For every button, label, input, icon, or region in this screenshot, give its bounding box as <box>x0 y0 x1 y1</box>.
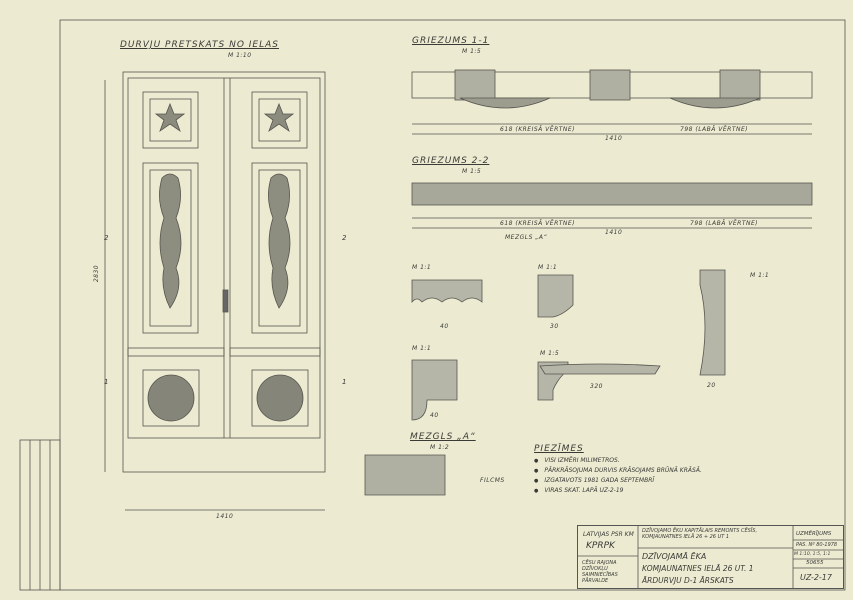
detail-4-scale: M 1:1 <box>412 345 432 352</box>
section-1-total-dim: 1410 <box>605 135 623 142</box>
detail-3-scale: M 1:1 <box>750 272 770 279</box>
section-1-left-dim: 618 (KREISĀ VĒRTNE) <box>500 126 576 133</box>
note-item: IZGATAVOTS 1981 GADA SEPTEMBRĪ <box>534 477 702 484</box>
section-1-scale: M 1:5 <box>462 48 482 55</box>
node-a-scale: M 1:2 <box>430 444 450 451</box>
section-mark-2-right: 2 <box>342 234 347 242</box>
width-dimension: 1410 <box>216 513 234 520</box>
order-number: PAS. Nº 80-1978 <box>796 542 838 548</box>
section-mark-2-left: 2 <box>104 234 109 242</box>
section-2-right-dim: 798 (LABĀ VĒRTNE) <box>690 220 759 227</box>
title-block-grid <box>578 526 843 588</box>
section-mark-1-right: 1 <box>342 378 347 386</box>
address: KOMJAUNATNES IELĀ 26 UT. 1 <box>642 564 754 573</box>
detail-3-dim: 20 <box>707 382 716 389</box>
profile-details <box>364 269 726 496</box>
title-block: LATVIJAS PSR KM KPRPK CĒSU RAJONA DZĪVOK… <box>577 525 844 589</box>
door-elevation <box>104 71 326 511</box>
detail-1-scale: M 1:1 <box>412 264 432 271</box>
drawing-border <box>59 19 846 591</box>
node-a-title: MEZGLS „A“ <box>410 432 476 442</box>
client: CĒSU RAJONA DZĪVOKĻU SAIMNIECĪBAS PĀRVAL… <box>582 560 618 584</box>
left-stamp-grid <box>19 439 61 591</box>
sheet-title: ĀRDURVJU D-1 ĀRSKATS <box>642 576 734 585</box>
node-a-reference: MEZGLS „A“ <box>505 234 548 241</box>
detail-2-dim: 30 <box>550 323 559 330</box>
org-code: KPRPK <box>586 541 615 551</box>
scale: M 1:10, 1:5, 1:1 <box>794 552 831 557</box>
note-item: PĀRKRĀSOJUMA DURVIS KRĀSOJAMS BRŪNĀ KRĀS… <box>534 467 702 474</box>
section-2-left-dim: 618 (KREISĀ VĒRTNE) <box>500 220 576 227</box>
section-1-1 <box>411 69 813 135</box>
node-a-label: FILCMS <box>480 477 505 484</box>
section-2-scale: M 1:5 <box>462 168 482 175</box>
detail-5-dim: 320 <box>590 383 603 390</box>
section-1-title: GRIEZUMS 1-1 <box>412 36 490 46</box>
notes: PIEZĪMES VISI IZMĒRI MILIMETROS. PĀRKRĀS… <box>534 444 702 497</box>
notes-title: PIEZĪMES <box>534 444 584 454</box>
section-mark-1-left: 1 <box>104 378 109 386</box>
project: DZĪVOJAMO ĒKU KAPITĀLAIS REMONTS CĒSĪS, … <box>642 528 758 540</box>
detail-2-scale: M 1:1 <box>538 264 558 271</box>
section-2-total-dim: 1410 <box>605 229 623 236</box>
sheet-number: UZ-2-17 <box>800 573 832 582</box>
detail-5-scale: M 1:5 <box>540 350 560 357</box>
note-item: VIRAS SKAT. LAPĀ UZ-2-19 <box>534 487 702 494</box>
detail-1-dim: 40 <box>440 323 449 330</box>
object: DZĪVOJAMĀ ĒKA <box>642 552 707 561</box>
section-1-right-dim: 798 (LABĀ VĒRTNE) <box>680 126 749 133</box>
note-item: VISI IZMĒRI MILIMETROS. <box>534 457 702 464</box>
stage: UZMĒRĪJUMS <box>796 531 832 537</box>
detail-4-dim: 40 <box>430 412 439 419</box>
inventory-number: 50655 <box>806 560 824 566</box>
section-2-title: GRIEZUMS 2-2 <box>412 156 490 166</box>
elevation-scale: M 1:10 <box>228 52 252 59</box>
elevation-title: DURVJU PRETSKATS NO IELAS <box>120 40 279 50</box>
org-name: LATVIJAS PSR KM <box>583 531 634 538</box>
section-2-2 <box>411 182 813 229</box>
height-dimension: 2830 <box>93 264 101 283</box>
